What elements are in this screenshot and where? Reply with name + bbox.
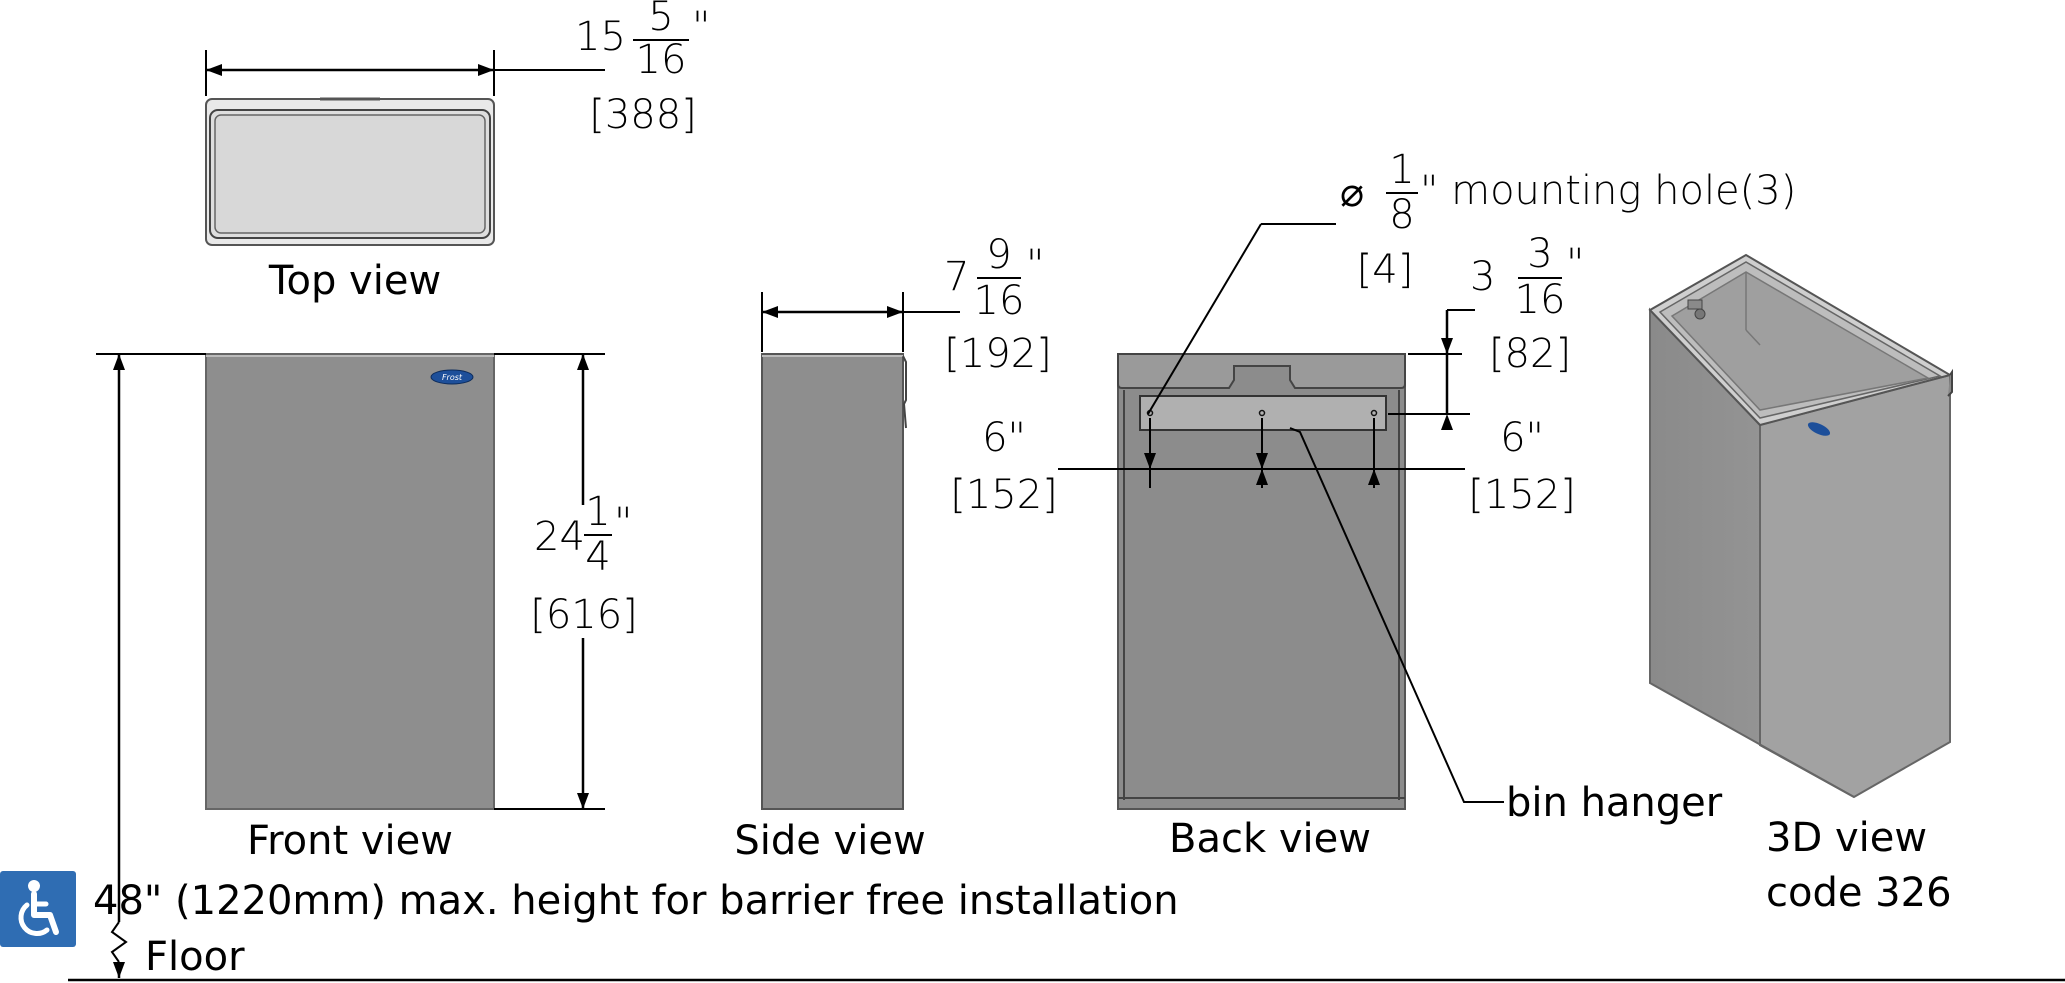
mounting-hole-leader (1147, 223, 1262, 415)
svg-text:9: 9 (986, 232, 1011, 278)
svg-text:15: 15 (575, 14, 626, 60)
svg-text:⌀: ⌀ (1340, 170, 1364, 216)
svg-text:[4]: [4] (1357, 247, 1414, 293)
height-dimension-label: 24 1 4 " [616] (530, 489, 638, 638)
front-view-caption: Front view (247, 818, 453, 864)
svg-text:16: 16 (974, 278, 1025, 324)
hanger-offset-dimension-label: 3 3 16 " [82] (1470, 231, 1584, 377)
svg-text:[152]: [152] (1468, 472, 1576, 518)
brand-badge: Frost (430, 369, 474, 385)
top-view-caption: Top view (268, 258, 441, 304)
back-view: ⌀ 1 8 " mounting hole(3) [4] 3 3 16 " [8… (950, 147, 1796, 862)
svg-text:3: 3 (1527, 231, 1552, 277)
svg-text:5: 5 (648, 0, 673, 40)
svg-text:4: 4 (585, 534, 610, 580)
bin-hanger-label: bin hanger (1506, 780, 1723, 826)
depth-dimension-label: 7 9 16 " [192] (944, 232, 1052, 377)
product-code: code 326 (1766, 870, 1952, 916)
svg-text:[82]: [82] (1489, 331, 1571, 377)
svg-text:Frost: Frost (442, 373, 463, 382)
hole-spacing-left-label: 6" [152] (950, 415, 1058, 518)
svg-text:[152]: [152] (950, 472, 1058, 518)
barrier-free-note: 48" (1220mm) max. height for barrier fre… (0, 353, 2065, 982)
svg-text:": " (614, 500, 632, 546)
back-view-caption: Back view (1169, 816, 1371, 862)
isometric-view: 3D view code 326 (1648, 253, 1953, 916)
front-view: Frost 24 1 4 " [616] Front view (205, 353, 638, 864)
svg-text:": " (1026, 242, 1044, 288)
mounting-hole (1370, 409, 1378, 417)
svg-text:1: 1 (1389, 147, 1414, 193)
svg-text:": " (1566, 241, 1584, 287)
bin-hanger-leader (1289, 427, 1504, 803)
svg-text:" mounting hole(3): " mounting hole(3) (1420, 168, 1796, 214)
barrier-free-note-text: 48" (1220mm) max. height for barrier fre… (93, 878, 1179, 924)
svg-text:7: 7 (944, 254, 969, 300)
svg-text:8: 8 (1389, 192, 1414, 238)
svg-text:16: 16 (1515, 277, 1566, 323)
top-view: 15 5 16 " [388] Top view (205, 0, 710, 304)
svg-text:6": 6" (1500, 415, 1544, 461)
svg-text:3: 3 (1470, 254, 1495, 300)
svg-text:24: 24 (534, 514, 585, 560)
isometric-view-caption: 3D view (1766, 815, 1927, 861)
mounting-hole-label: ⌀ 1 8 " mounting hole(3) [4] (1340, 147, 1796, 293)
svg-text:[616]: [616] (530, 592, 638, 638)
wheelchair-icon (0, 871, 76, 947)
svg-text:1: 1 (585, 489, 610, 535)
side-view: 7 9 16 " [192] Side view (734, 232, 1051, 864)
hole-spacing-right-label: 6" [152] (1468, 415, 1576, 518)
svg-text:16: 16 (636, 37, 687, 83)
floor-label: Floor (145, 934, 245, 980)
svg-text:[192]: [192] (944, 331, 1052, 377)
svg-text:6": 6" (982, 415, 1026, 461)
front-view-body (205, 353, 495, 810)
side-view-caption: Side view (734, 818, 925, 864)
width-dimension-label: 15 5 16 " [388] (575, 0, 710, 138)
brand-badge-3d (1807, 422, 1831, 436)
mounting-hole (1258, 409, 1266, 417)
svg-text:": " (692, 4, 710, 50)
svg-text:[388]: [388] (589, 92, 697, 138)
side-view-body (761, 353, 904, 810)
